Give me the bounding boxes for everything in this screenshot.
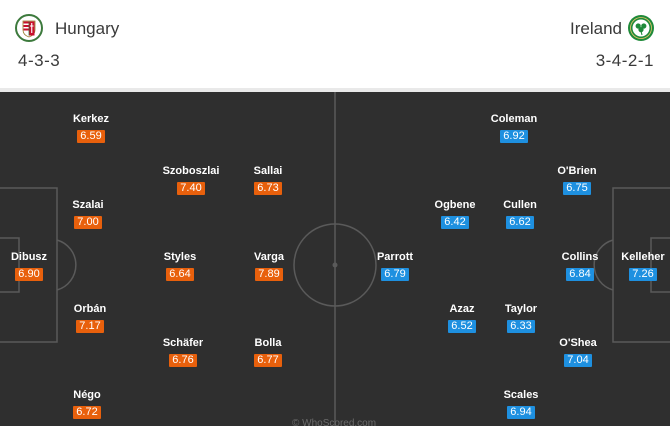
player-rating: 6.75 (563, 182, 591, 195)
player-name: Cullen (503, 199, 537, 211)
player-rating: 6.72 (73, 406, 101, 419)
player-name: Styles (163, 251, 197, 263)
home-player-kerkez[interactable]: Kerkez 6.59 (56, 112, 126, 144)
pitch-markings (0, 92, 670, 426)
away-player-collins[interactable]: Collins 6.84 (545, 250, 615, 282)
home-formation: 4-3-3 (18, 51, 61, 70)
player-rating: 7.40 (177, 182, 205, 195)
home-player-szoboszlai[interactable]: Szoboszlai 7.40 (156, 164, 226, 196)
player-name: Kerkez (72, 113, 110, 125)
away-player-obrien[interactable]: O'Brien 6.75 (542, 164, 612, 196)
player-name: Ogbene (434, 199, 476, 211)
away-player-ogbene[interactable]: Ogbene 6.42 (420, 198, 490, 230)
player-name: Sallai (253, 165, 283, 177)
player-rating: 6.77 (254, 354, 282, 367)
watermark: © WhoScored.com (292, 418, 377, 429)
player-name: Azaz (449, 303, 475, 315)
away-player-oshea[interactable]: O'Shea 7.04 (543, 336, 613, 368)
player-name: Schäfer (162, 337, 204, 349)
player-rating: 6.90 (15, 268, 43, 281)
player-rating: 6.92 (500, 130, 528, 143)
player-name: Taylor (504, 303, 538, 315)
home-player-dibusz[interactable]: Dibusz 6.90 (0, 250, 64, 282)
ireland-crest-icon (628, 15, 654, 41)
home-goal-box (0, 237, 20, 293)
home-player-schafer[interactable]: Schäfer 6.76 (148, 336, 218, 368)
player-name: Négo (73, 389, 101, 401)
player-name: Bolla (254, 337, 282, 349)
centre-spot (332, 262, 338, 268)
match-header: Hungary 4-3-3 Ireland 3-4-2-1 (0, 0, 670, 88)
away-team-name[interactable]: Ireland (570, 19, 622, 38)
home-player-bolla[interactable]: Bolla 6.77 (233, 336, 303, 368)
home-player-sallai[interactable]: Sallai 6.73 (233, 164, 303, 196)
away-player-azaz[interactable]: Azaz 6.52 (427, 302, 497, 334)
player-name: Parrott (376, 251, 414, 263)
player-rating: 6.59 (77, 130, 105, 143)
away-player-taylor[interactable]: Taylor 6.33 (486, 302, 556, 334)
player-rating: 6.73 (254, 182, 282, 195)
away-player-parrott[interactable]: Parrott 6.79 (360, 250, 430, 282)
player-rating: 6.76 (169, 354, 197, 367)
player-rating: 6.64 (166, 268, 194, 281)
player-rating: 6.84 (566, 268, 594, 281)
away-player-coleman[interactable]: Coleman 6.92 (479, 112, 549, 144)
player-name: Szoboszlai (162, 165, 220, 177)
player-name: Collins (561, 251, 599, 263)
player-rating: 7.17 (76, 320, 104, 333)
player-rating: 7.26 (629, 268, 657, 281)
player-name: Varga (254, 251, 284, 263)
player-name: O'Shea (559, 337, 597, 349)
home-player-styles[interactable]: Styles 6.64 (145, 250, 215, 282)
player-name: Kelleher (621, 251, 665, 263)
player-rating: 7.89 (255, 268, 283, 281)
away-penalty-box (612, 187, 670, 343)
away-player-kelleher[interactable]: Kelleher 7.26 (608, 250, 670, 282)
away-formation: 3-4-2-1 (595, 51, 654, 70)
home-player-szalai[interactable]: Szalai 7.00 (53, 198, 123, 230)
away-player-scales[interactable]: Scales 6.94 (486, 388, 556, 420)
player-rating: 6.33 (507, 320, 535, 333)
home-team-name[interactable]: Hungary (55, 19, 120, 38)
home-penalty-box (0, 187, 58, 343)
player-rating: 6.79 (381, 268, 409, 281)
centre-circle (293, 223, 377, 307)
player-rating: 6.62 (506, 216, 534, 229)
header-divider (0, 88, 670, 92)
player-name: Szalai (72, 199, 104, 211)
home-penalty-arc (56, 239, 77, 291)
home-player-varga[interactable]: Varga 7.89 (234, 250, 304, 282)
player-name: Coleman (490, 113, 538, 125)
player-name: Scales (503, 389, 539, 401)
home-player-nego[interactable]: Négo 6.72 (52, 388, 122, 420)
player-rating: 6.94 (507, 406, 535, 419)
player-rating: 7.04 (564, 354, 592, 367)
away-penalty-arc (593, 239, 614, 291)
away-player-cullen[interactable]: Cullen 6.62 (485, 198, 555, 230)
player-name: O'Brien (557, 165, 597, 177)
pitch: Dibusz 6.90 Kerkez 6.59 Szalai 7.00 Orbá… (0, 92, 670, 426)
player-rating: 6.42 (441, 216, 469, 229)
player-name: Orbán (73, 303, 107, 315)
away-goal-box (650, 237, 670, 293)
hungary-crest-icon (15, 14, 43, 42)
player-rating: 6.52 (448, 320, 476, 333)
home-player-orban[interactable]: Orbán 7.17 (55, 302, 125, 334)
player-name: Dibusz (10, 251, 48, 263)
player-rating: 7.00 (74, 216, 102, 229)
